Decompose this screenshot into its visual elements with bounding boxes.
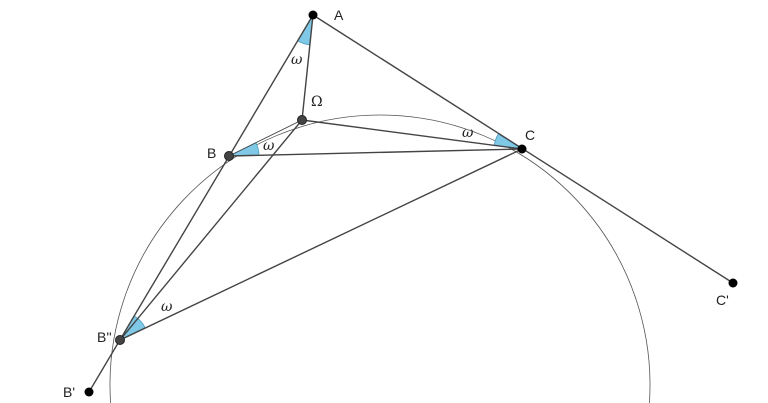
segment-B-C (228, 148, 523, 157)
segment-Omega-B2 (119, 119, 303, 341)
point-B2[interactable] (115, 335, 125, 345)
point-A[interactable] (308, 10, 318, 20)
angle-label-C: ω (462, 125, 474, 141)
label-C: C (525, 127, 535, 143)
segment-B-Omega (228, 119, 303, 157)
segment-Omega-C (301, 119, 523, 150)
segment-B2-C (119, 148, 523, 341)
point-C[interactable] (517, 144, 527, 154)
label-Omega: Ω (311, 94, 323, 110)
point-B[interactable] (224, 151, 234, 161)
point-Omega[interactable] (297, 115, 307, 125)
label-B: B (207, 145, 216, 161)
label-B1: B' (63, 384, 75, 400)
label-C1: C' (716, 292, 729, 308)
point-B1[interactable] (84, 387, 94, 397)
label-B2: B'' (97, 329, 112, 345)
angle-label-B2: ω (161, 299, 173, 315)
angle-label-B: ω (263, 138, 275, 154)
angle-label-A: ω (291, 52, 303, 68)
line-A-B1 (88, 14, 314, 393)
circumcircle-arc (109, 114, 651, 403)
point-C1[interactable] (728, 278, 738, 288)
segment-A-Omega (301, 14, 314, 121)
label-A: A (334, 7, 344, 23)
